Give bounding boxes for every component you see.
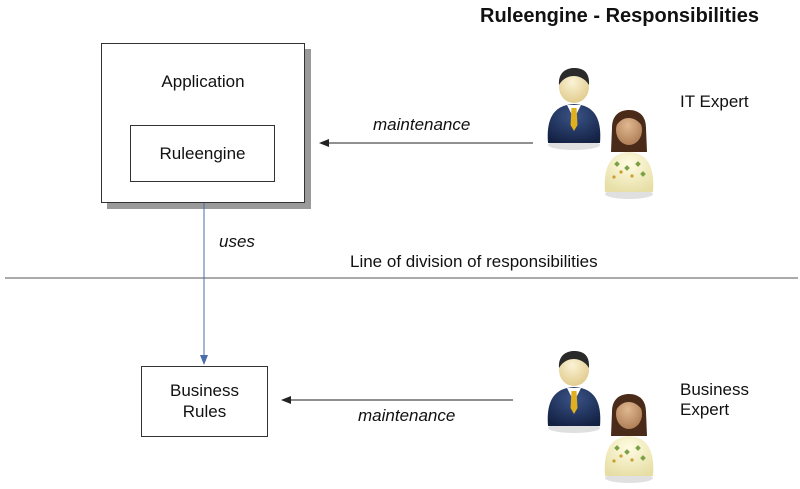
it-expert-label: IT Expert bbox=[680, 92, 749, 111]
man-figure-icon bbox=[547, 68, 601, 150]
division-line-label: Line of division of responsibilities bbox=[350, 252, 598, 271]
it-expert-figures bbox=[547, 68, 654, 199]
business-rules-box: Business Rules bbox=[141, 366, 268, 437]
maintenance-label-top: maintenance bbox=[373, 115, 471, 134]
application-box: Application Ruleengine bbox=[101, 43, 305, 203]
business-expert-label: Business Expert bbox=[680, 380, 749, 421]
application-label: Application bbox=[161, 72, 245, 91]
business-rules-label-line2: Rules bbox=[182, 401, 227, 421]
business-expert-label-line1: Business bbox=[680, 380, 749, 399]
woman-figure-icon bbox=[604, 394, 654, 483]
ruleengine-label: Ruleengine bbox=[159, 143, 246, 163]
man-figure-icon bbox=[547, 351, 601, 433]
uses-label: uses bbox=[219, 232, 255, 251]
business-expert-label-line2: Expert bbox=[680, 400, 730, 420]
ruleengine-box: Ruleengine bbox=[130, 125, 275, 182]
diagram-title: Ruleengine - Responsibilities bbox=[480, 5, 759, 27]
business-rules-label-line1: Business bbox=[170, 381, 239, 401]
business-expert-figures bbox=[547, 351, 654, 483]
maintenance-label-bottom: maintenance bbox=[358, 406, 456, 425]
woman-figure-icon bbox=[604, 110, 654, 199]
